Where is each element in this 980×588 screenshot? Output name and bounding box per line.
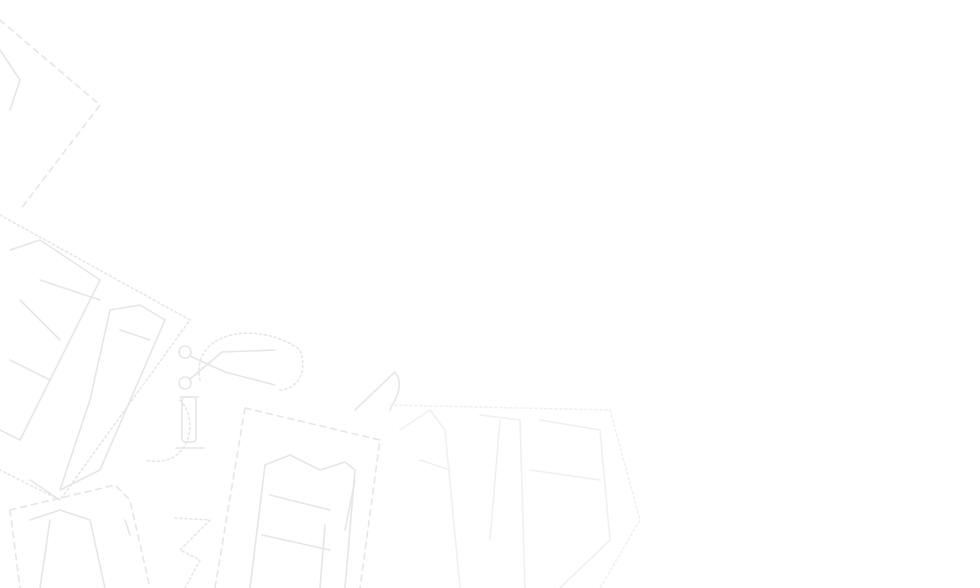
- needle-thread-icon: [354, 371, 400, 411]
- pattern-sheet-top-left: [0, 19, 101, 211]
- pattern-sheet-bottom-left: [9, 484, 151, 588]
- pattern-sheet-left: [0, 214, 191, 501]
- thread-spool-icon: [144, 396, 205, 463]
- pattern-sheet-right: [389, 404, 641, 588]
- pattern-sheet-center: [174, 407, 381, 588]
- scissors-icon: [178, 332, 304, 391]
